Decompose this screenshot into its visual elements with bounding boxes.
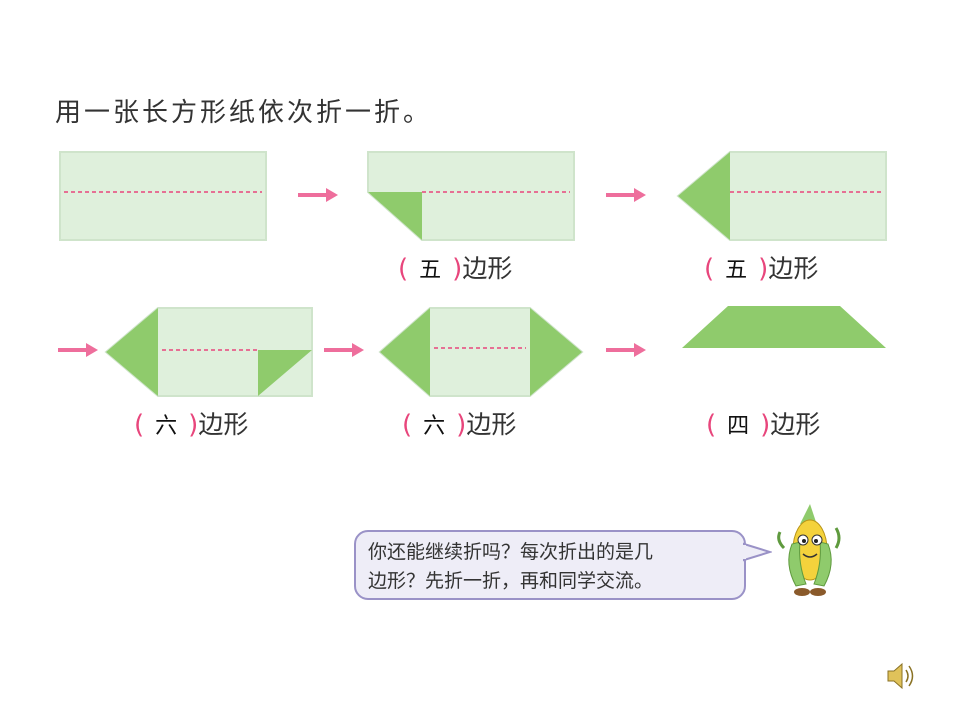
folded-triangle-left [380, 308, 430, 396]
paper-rectangle [59, 151, 267, 241]
arrow-2 [606, 188, 646, 202]
folded-triangle-left [106, 308, 158, 396]
fold-step-4 [104, 307, 313, 397]
folded-corner-right [258, 350, 312, 396]
fold-step-1-rectangle [59, 151, 267, 241]
speech-bubble-tail [742, 542, 772, 562]
trapezoid-shape [682, 306, 886, 348]
arrow-5 [606, 343, 646, 357]
folded-triangle [678, 152, 730, 240]
answer-value: 五 [725, 258, 748, 283]
bubble-line-1: 你还能继续折吗？每次折出的是几 [368, 541, 654, 563]
arrow-4 [324, 343, 364, 357]
corn-mascot-icon [777, 504, 841, 596]
speaker-icon[interactable] [884, 660, 918, 692]
answer-label-step-4: (六)边形 [134, 408, 248, 442]
bubble-line-2: 边形？先折一折，再和同学交流。 [368, 570, 654, 592]
folded-corner [368, 192, 422, 240]
fold-step-5-hexagon [378, 307, 584, 397]
speech-bubble: 你还能继续折吗？每次折出的是几 边形？先折一折，再和同学交流。 [354, 530, 746, 600]
answer-label-step-3: (五)边形 [704, 252, 818, 286]
folded-triangle-right [530, 308, 582, 396]
answer-label-step-6: (四)边形 [706, 408, 820, 442]
fold-step-6-trapezoid [682, 306, 886, 348]
answer-value: 六 [155, 414, 178, 439]
arrow-3 [58, 343, 98, 357]
instruction-title: 用一张长方形纸依次折一折。 [55, 98, 433, 128]
arrow-1 [298, 188, 338, 202]
answer-value: 四 [727, 414, 750, 439]
answer-value: 六 [423, 414, 446, 439]
answer-label-step-5: (六)边形 [402, 408, 516, 442]
answer-label-step-2: (五)边形 [398, 252, 512, 286]
answer-value: 五 [419, 258, 442, 283]
fold-step-2-one-corner [367, 151, 575, 241]
fold-step-3-two-corners [676, 151, 887, 241]
